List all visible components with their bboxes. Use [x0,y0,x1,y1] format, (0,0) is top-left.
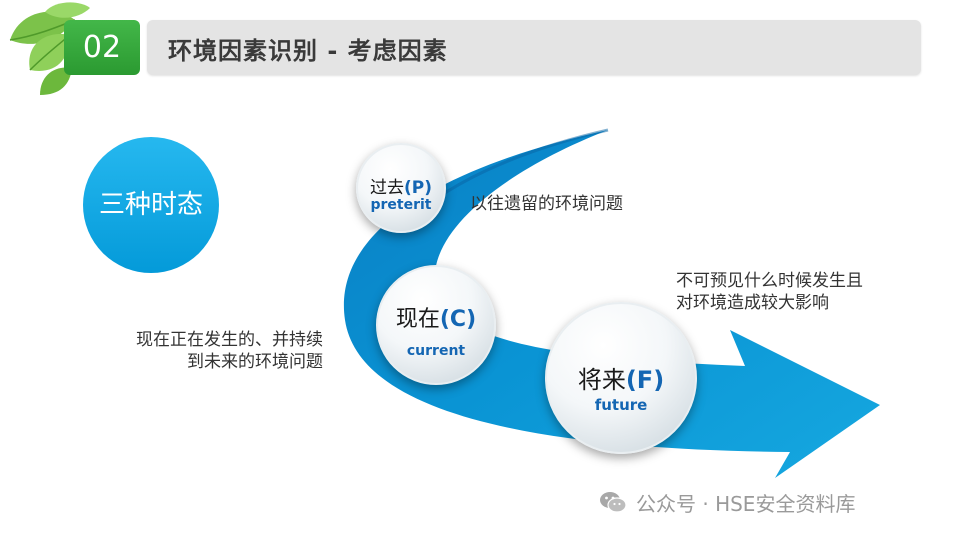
tense-en-future: future [594,396,648,414]
tense-cn-past: 过去 [370,178,404,198]
header-bar [147,20,921,75]
tense-cn-future: 将来 [577,366,626,394]
tense-bubble-present: 现在(C) current [376,265,496,385]
description-present-line-1: 现在正在发生的、并持续 [136,330,323,350]
leaf-icon [9,2,90,95]
wechat-icon [600,492,627,513]
tense-label-future: 将来(F) [547,360,695,395]
page-title: 环境因素识别 - 考虑因素 [168,37,448,65]
topic-circle [83,137,219,273]
watermark: 公众号 · HSE安全资料库 [598,489,856,516]
tense-cn-present: 现在 [395,307,440,332]
description-future-line-2: 对环境造成较大影响 [676,293,829,313]
tense-bubble-past: 过去(P) preterit [356,143,446,233]
tense-label-past: 过去(P) [358,173,444,198]
description-past: 以往遗留的环境问题 [470,194,623,214]
tense-label-present: 现在(C) [378,301,494,333]
description-present-line-2: 到未来的环境问题 [187,352,323,372]
description-future: 不可预见什么时候发生且 对环境造成较大影响 [676,270,863,314]
description-present: 现在正在发生的、并持续 到未来的环境问题 [120,329,323,373]
section-number: 02 [82,30,122,65]
tense-code-present: (C) [439,307,477,332]
tense-en-past: preterit [370,197,432,213]
topic-label: 三种时态 [98,190,203,220]
tense-code-future: (F) [625,366,665,394]
tense-code-past: (P) [404,178,432,198]
tense-bubble-future: 将来(F) future [545,302,697,454]
watermark-text: 公众号 · HSE安全资料库 [636,491,856,516]
description-future-line-1: 不可预见什么时候发生且 [676,271,863,291]
section-badge [64,20,140,75]
tense-en-present: current [406,343,466,359]
